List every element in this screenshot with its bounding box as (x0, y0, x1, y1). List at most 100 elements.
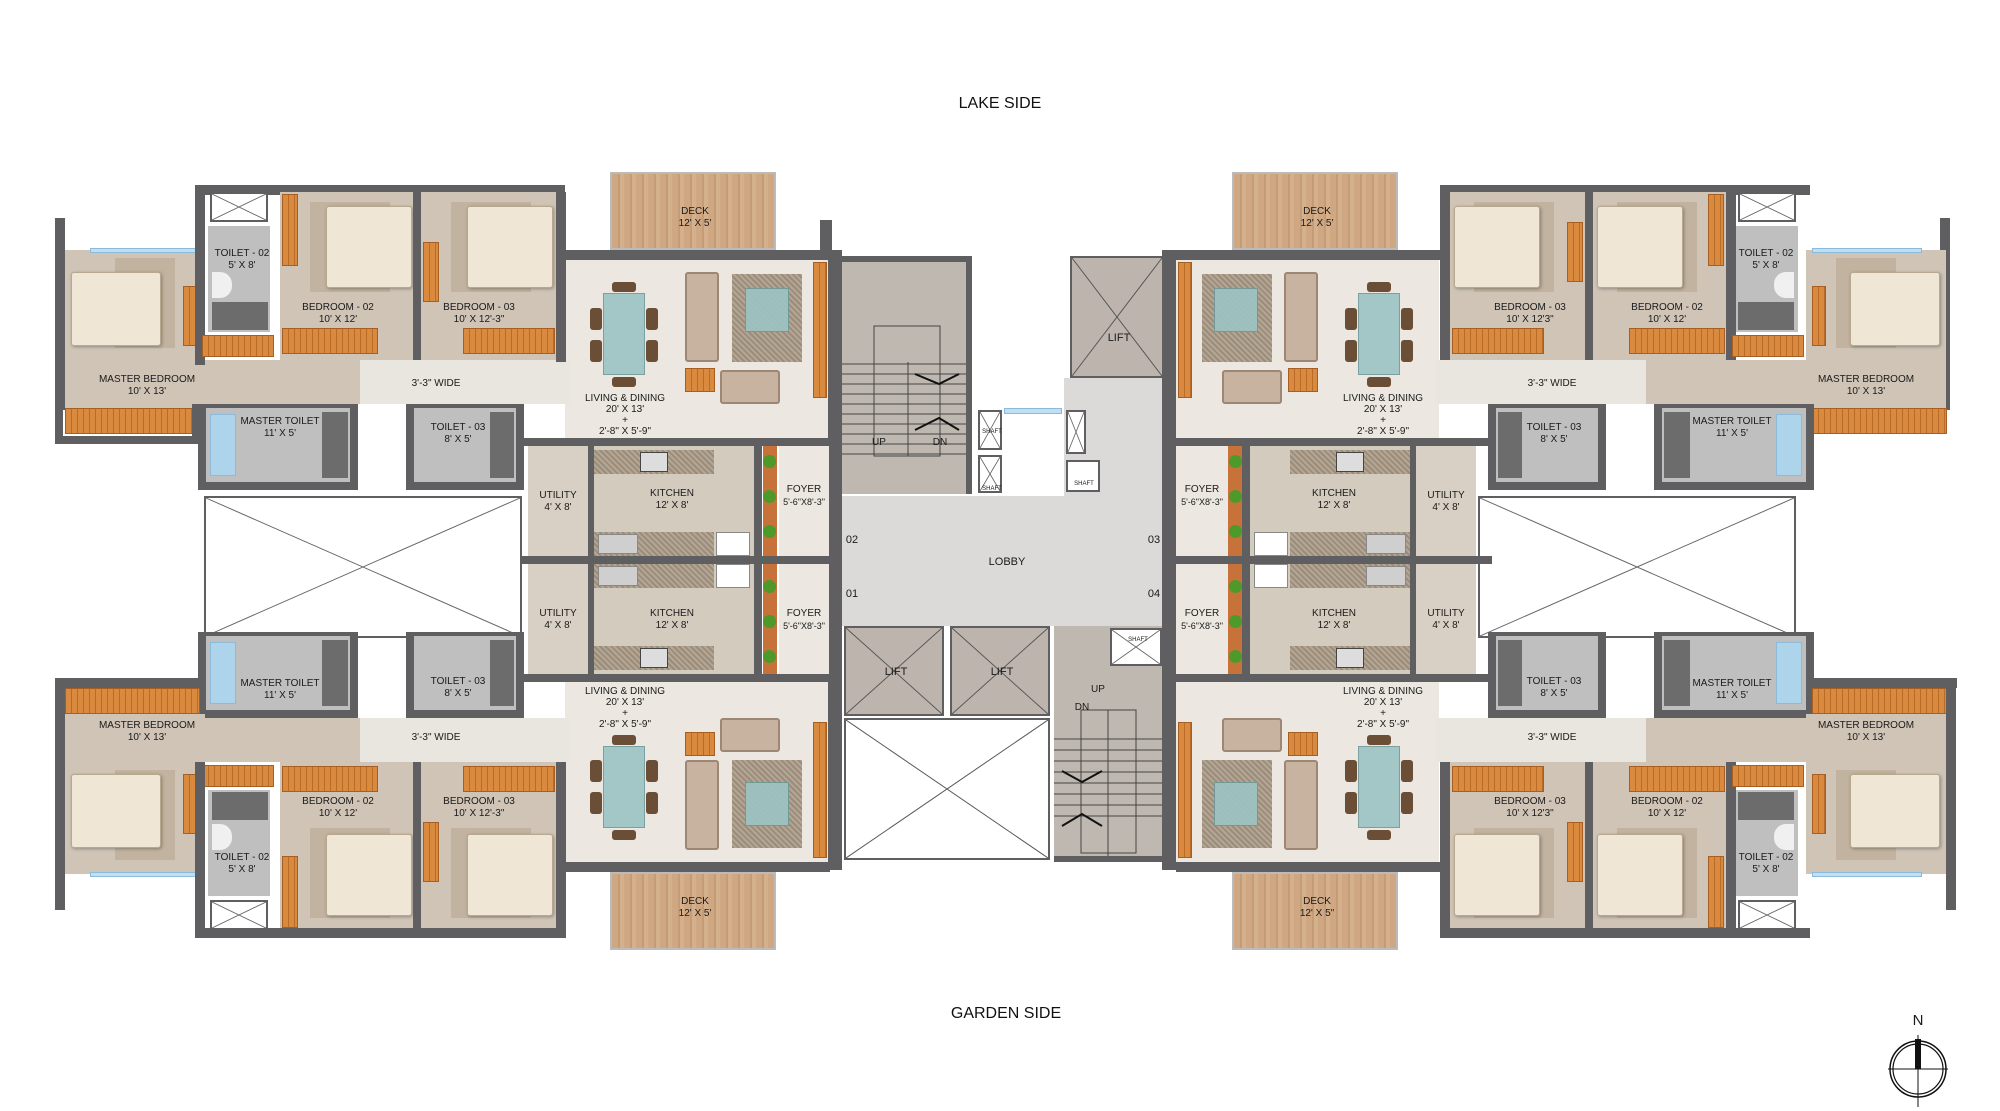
loveseat (720, 370, 780, 404)
foyer: FOYER 5'-6"X8'-3" (1176, 446, 1228, 556)
stove-icon (640, 452, 668, 472)
core-window (1004, 408, 1062, 414)
shaft-label: SHAFT (1128, 637, 1148, 643)
plant-icon (1229, 615, 1242, 628)
room-name: LIVING & DINING (1342, 393, 1424, 404)
room-name: UTILITY (1427, 608, 1465, 619)
deck: DECK 12' X 5' (610, 872, 776, 950)
wall (1440, 762, 1450, 938)
bed (326, 834, 412, 916)
utility: UTILITY 4' X 8' (528, 564, 588, 674)
flat-number-03: 03 (1147, 534, 1161, 546)
corridor (200, 360, 360, 404)
utility: UTILITY 4' X 8' (1416, 564, 1476, 674)
stair-down-label: DN (932, 437, 948, 448)
dining-chair (1401, 760, 1413, 782)
wall (556, 192, 566, 362)
lift-bottom-1[interactable]: LIFT (844, 626, 944, 716)
wall (1585, 192, 1593, 360)
room-name: MASTER BEDROOM (1817, 720, 1915, 731)
room-name: BEDROOM - 03 (443, 302, 515, 313)
room-size: 4' X 8' (1432, 502, 1460, 513)
fridge-icon (1254, 532, 1288, 556)
wall (588, 564, 594, 674)
stove-icon (640, 648, 668, 668)
toilet-02: TOILET - 02 5' X 8' (208, 790, 270, 896)
deck: DECK 12' X 5' (1232, 172, 1398, 250)
toilet-02: TOILET - 02 5' X 8' (1736, 790, 1798, 896)
room-size: 20' X 13' (1363, 404, 1403, 415)
wall (1176, 862, 1446, 872)
basin-icon (1664, 412, 1690, 478)
side-table (1567, 822, 1583, 882)
wall (520, 556, 830, 564)
stair-up-label: UP (1091, 684, 1105, 695)
dining-chair (590, 760, 602, 782)
room-name: TOILET - 03 (1526, 676, 1582, 687)
dining-table (603, 746, 645, 828)
stove-icon (1336, 452, 1364, 472)
dining-chair (1367, 377, 1391, 387)
wall (1726, 762, 1736, 936)
sofa (685, 272, 719, 362)
master-toilet: MASTER TOILET 11' X 5' (206, 408, 350, 482)
room-plus: + (622, 708, 628, 719)
room-name: FOYER (786, 608, 822, 619)
wc-icon (1774, 272, 1794, 298)
deck: DECK 12' X 5" (1232, 872, 1398, 950)
wall (1440, 928, 1810, 938)
foyer: FOYER 5'-6"X8'-3" (779, 446, 829, 556)
living-dining: LIVING & DINING 20' X 13' + 2'-8" X 5'-9… (1176, 260, 1439, 440)
passage-label: 3'-3" WIDE (1527, 378, 1577, 389)
wall (195, 185, 205, 365)
kitchen: KITCHEN 12' X 8' (1250, 564, 1410, 674)
lift-top[interactable]: LIFT (1070, 256, 1164, 378)
room-name: MASTER BEDROOM (98, 720, 196, 731)
sink-icon (1366, 534, 1406, 554)
wall (520, 438, 830, 446)
wardrobe (1812, 688, 1947, 714)
corridor (200, 718, 360, 762)
unit-03: DECK 12' X 5' LIVING & DINING 20' X 13' … (1176, 0, 2000, 560)
bed (467, 834, 553, 916)
master-bedroom: MASTER BEDROOM 10' X 13' (1806, 714, 1946, 874)
dining-table (1358, 746, 1400, 828)
coffee-table (1214, 288, 1258, 332)
room-extra: 2'-8" X 5'-9" (598, 719, 652, 730)
room-name: LIVING & DINING (584, 393, 666, 404)
staircase-top[interactable]: UP DN (842, 256, 972, 494)
wall (55, 678, 65, 910)
room-name: TOILET - 02 (1738, 248, 1794, 259)
sink-icon (1366, 566, 1406, 586)
room-size: 12' X 5" (1299, 908, 1335, 919)
stair-up-label: UP (872, 437, 886, 448)
passage: 3'-3" WIDE (360, 360, 570, 404)
toilet-02: TOILET - 02 5' X 8' (1736, 226, 1798, 332)
wall (55, 218, 65, 410)
garden-side-label: GARDEN SIDE (950, 1005, 1062, 1022)
room-extra: 2'-8" X 5'-9" (1356, 426, 1410, 437)
basin-icon (1498, 412, 1522, 478)
staircase-bottom[interactable]: SHAFT UP DN (1054, 626, 1162, 862)
room-size: 10' X 13' (1846, 386, 1886, 397)
wall (1410, 446, 1416, 556)
wall (1176, 674, 1492, 682)
basin-icon (1738, 302, 1794, 330)
bedroom-03: BEDROOM - 03 10' X 12'3" (1450, 192, 1585, 360)
master-bedroom: MASTER BEDROOM 10' X 13' (65, 714, 205, 874)
plant-icon (763, 615, 776, 628)
plant-icon (763, 455, 776, 468)
wardrobe (202, 335, 274, 357)
lake-side-label: LAKE SIDE (958, 95, 1042, 112)
lift-bottom-2[interactable]: LIFT (950, 626, 1050, 716)
side-table (282, 194, 298, 266)
loveseat (1222, 370, 1282, 404)
bedroom-03: BEDROOM - 03 10' X 12'3" (1450, 762, 1585, 930)
master-bedroom: MASTER BEDROOM 10' X 13' (65, 250, 205, 410)
bed (1850, 774, 1940, 848)
open-void-left (204, 496, 522, 638)
room-size: 20' X 13' (605, 697, 645, 708)
wall (55, 678, 200, 688)
dining-chair (1367, 735, 1391, 745)
